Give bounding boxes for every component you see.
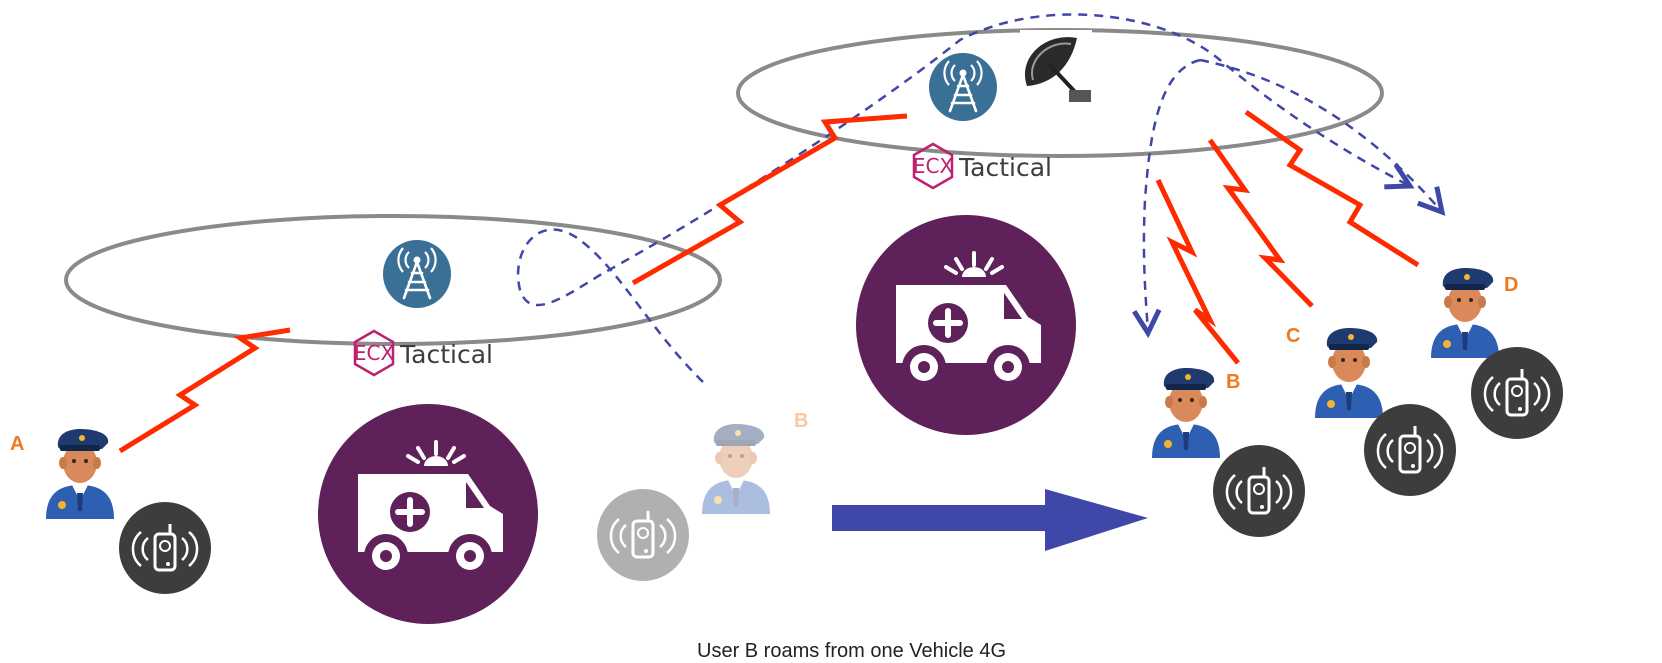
user-label-a: A xyxy=(10,433,24,455)
brand-badge: ECX xyxy=(354,341,395,365)
satellite-dish-icon xyxy=(1020,30,1092,106)
ambulance-icon xyxy=(318,404,538,624)
radio-link-d xyxy=(1244,109,1420,268)
radio-link-b xyxy=(1155,178,1240,365)
arrow-right-icon xyxy=(832,489,1148,551)
roaming-path-to-d xyxy=(1199,58,1442,212)
radio-handset-icon xyxy=(1362,402,1458,498)
brand-logo: ECX Tactical xyxy=(353,329,493,377)
police-officer-icon xyxy=(46,429,114,519)
cell-tower-icon xyxy=(927,51,999,123)
roaming-path-to-b xyxy=(1144,58,1201,333)
brand-logo: ECX Tactical xyxy=(912,142,1052,190)
user-label-d: D xyxy=(1504,274,1518,296)
radio-handset-icon xyxy=(1469,345,1565,441)
radio-handset-icon xyxy=(117,500,213,596)
brand-name: Tactical xyxy=(399,340,493,369)
backhaul-link xyxy=(631,113,908,286)
police-officer-icon xyxy=(1431,268,1499,358)
police-officer-icon xyxy=(1315,328,1383,418)
cell-tower-icon xyxy=(381,238,453,310)
radio-link-c xyxy=(1207,138,1314,308)
radio-handset-icon xyxy=(595,487,691,583)
ambulance-icon xyxy=(856,215,1076,435)
radio-link-a xyxy=(118,327,291,454)
user-label-b-ghost: B xyxy=(794,410,808,432)
user-b-ghost xyxy=(595,424,770,583)
police-officer-icon xyxy=(1152,368,1220,458)
police-officer-icon xyxy=(702,424,770,514)
radio-handset-icon xyxy=(1211,443,1307,539)
user-label-c: C xyxy=(1286,325,1300,347)
brand-badge: ECX xyxy=(913,154,954,178)
caption-text: User B roams from one Vehicle 4G xyxy=(697,640,1006,662)
user-label-b: B xyxy=(1226,371,1240,393)
brand-name: Tactical xyxy=(958,153,1052,182)
